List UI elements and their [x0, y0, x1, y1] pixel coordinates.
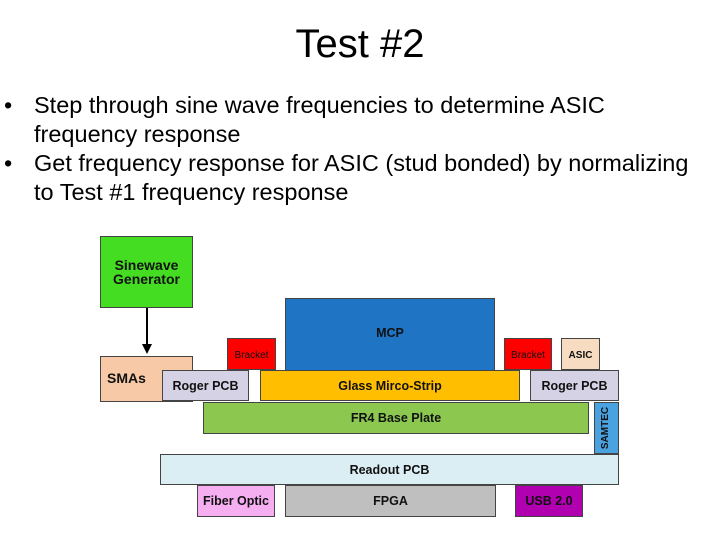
fpga-label: FPGA	[373, 494, 408, 508]
smas-label: SMAs	[107, 370, 146, 386]
fiber-optic-label: Fiber Optic	[203, 494, 269, 508]
bracket-right-block: Bracket	[504, 338, 552, 370]
bullet-item: • Get frequency response for ASIC (stud …	[4, 149, 704, 207]
bracket-right-label: Bracket	[511, 350, 545, 361]
roger-pcb-left-label: Roger PCB	[172, 378, 239, 393]
mcp-block: MCP	[285, 298, 495, 376]
usb-block: USB 2.0	[515, 485, 583, 517]
bullet-item: • Step through sine wave frequencies to …	[4, 91, 704, 149]
bullet-dot: •	[4, 150, 13, 176]
signal-arrow-head	[142, 344, 152, 354]
bullet-dot: •	[4, 92, 13, 118]
signal-arrow-line	[146, 308, 148, 348]
fpga-block: FPGA	[285, 485, 496, 517]
sinewave-generator-block: Sinewave Generator	[100, 236, 193, 308]
glass-micro-strip-block: Glass Mirco-Strip	[260, 370, 520, 401]
slide-title: Test #2	[295, 22, 425, 66]
glass-micro-strip-label: Glass Mirco-Strip	[338, 378, 442, 393]
asic-block: ASIC	[561, 338, 600, 370]
readout-pcb-label: Readout PCB	[349, 462, 430, 477]
usb-label: USB 2.0	[525, 494, 573, 508]
readout-pcb-block: Readout PCB	[160, 454, 619, 485]
fr4-base-plate-block: FR4 Base Plate	[203, 402, 589, 434]
bullet-text: Step through sine wave frequencies to de…	[34, 92, 605, 147]
sinewave-generator-label: Sinewave Generator	[113, 257, 180, 287]
roger-pcb-left-block: Roger PCB	[162, 370, 249, 401]
roger-pcb-right-label: Roger PCB	[541, 378, 608, 393]
bracket-left-block: Bracket	[227, 338, 276, 370]
bullet-text: Get frequency response for ASIC (stud bo…	[34, 150, 689, 205]
fiber-optic-block: Fiber Optic	[197, 485, 275, 517]
samtec-label: SAMTEC	[600, 406, 612, 450]
roger-pcb-right-block: Roger PCB	[530, 370, 619, 401]
mcp-label: MCP	[376, 326, 404, 340]
samtec-connector-block: SAMTEC	[594, 402, 619, 454]
bracket-left-label: Bracket	[234, 350, 269, 361]
bullet-list: • Step through sine wave frequencies to …	[4, 91, 704, 207]
fr4-base-plate-label: FR4 Base Plate	[350, 411, 442, 425]
asic-label: ASIC	[568, 350, 593, 361]
